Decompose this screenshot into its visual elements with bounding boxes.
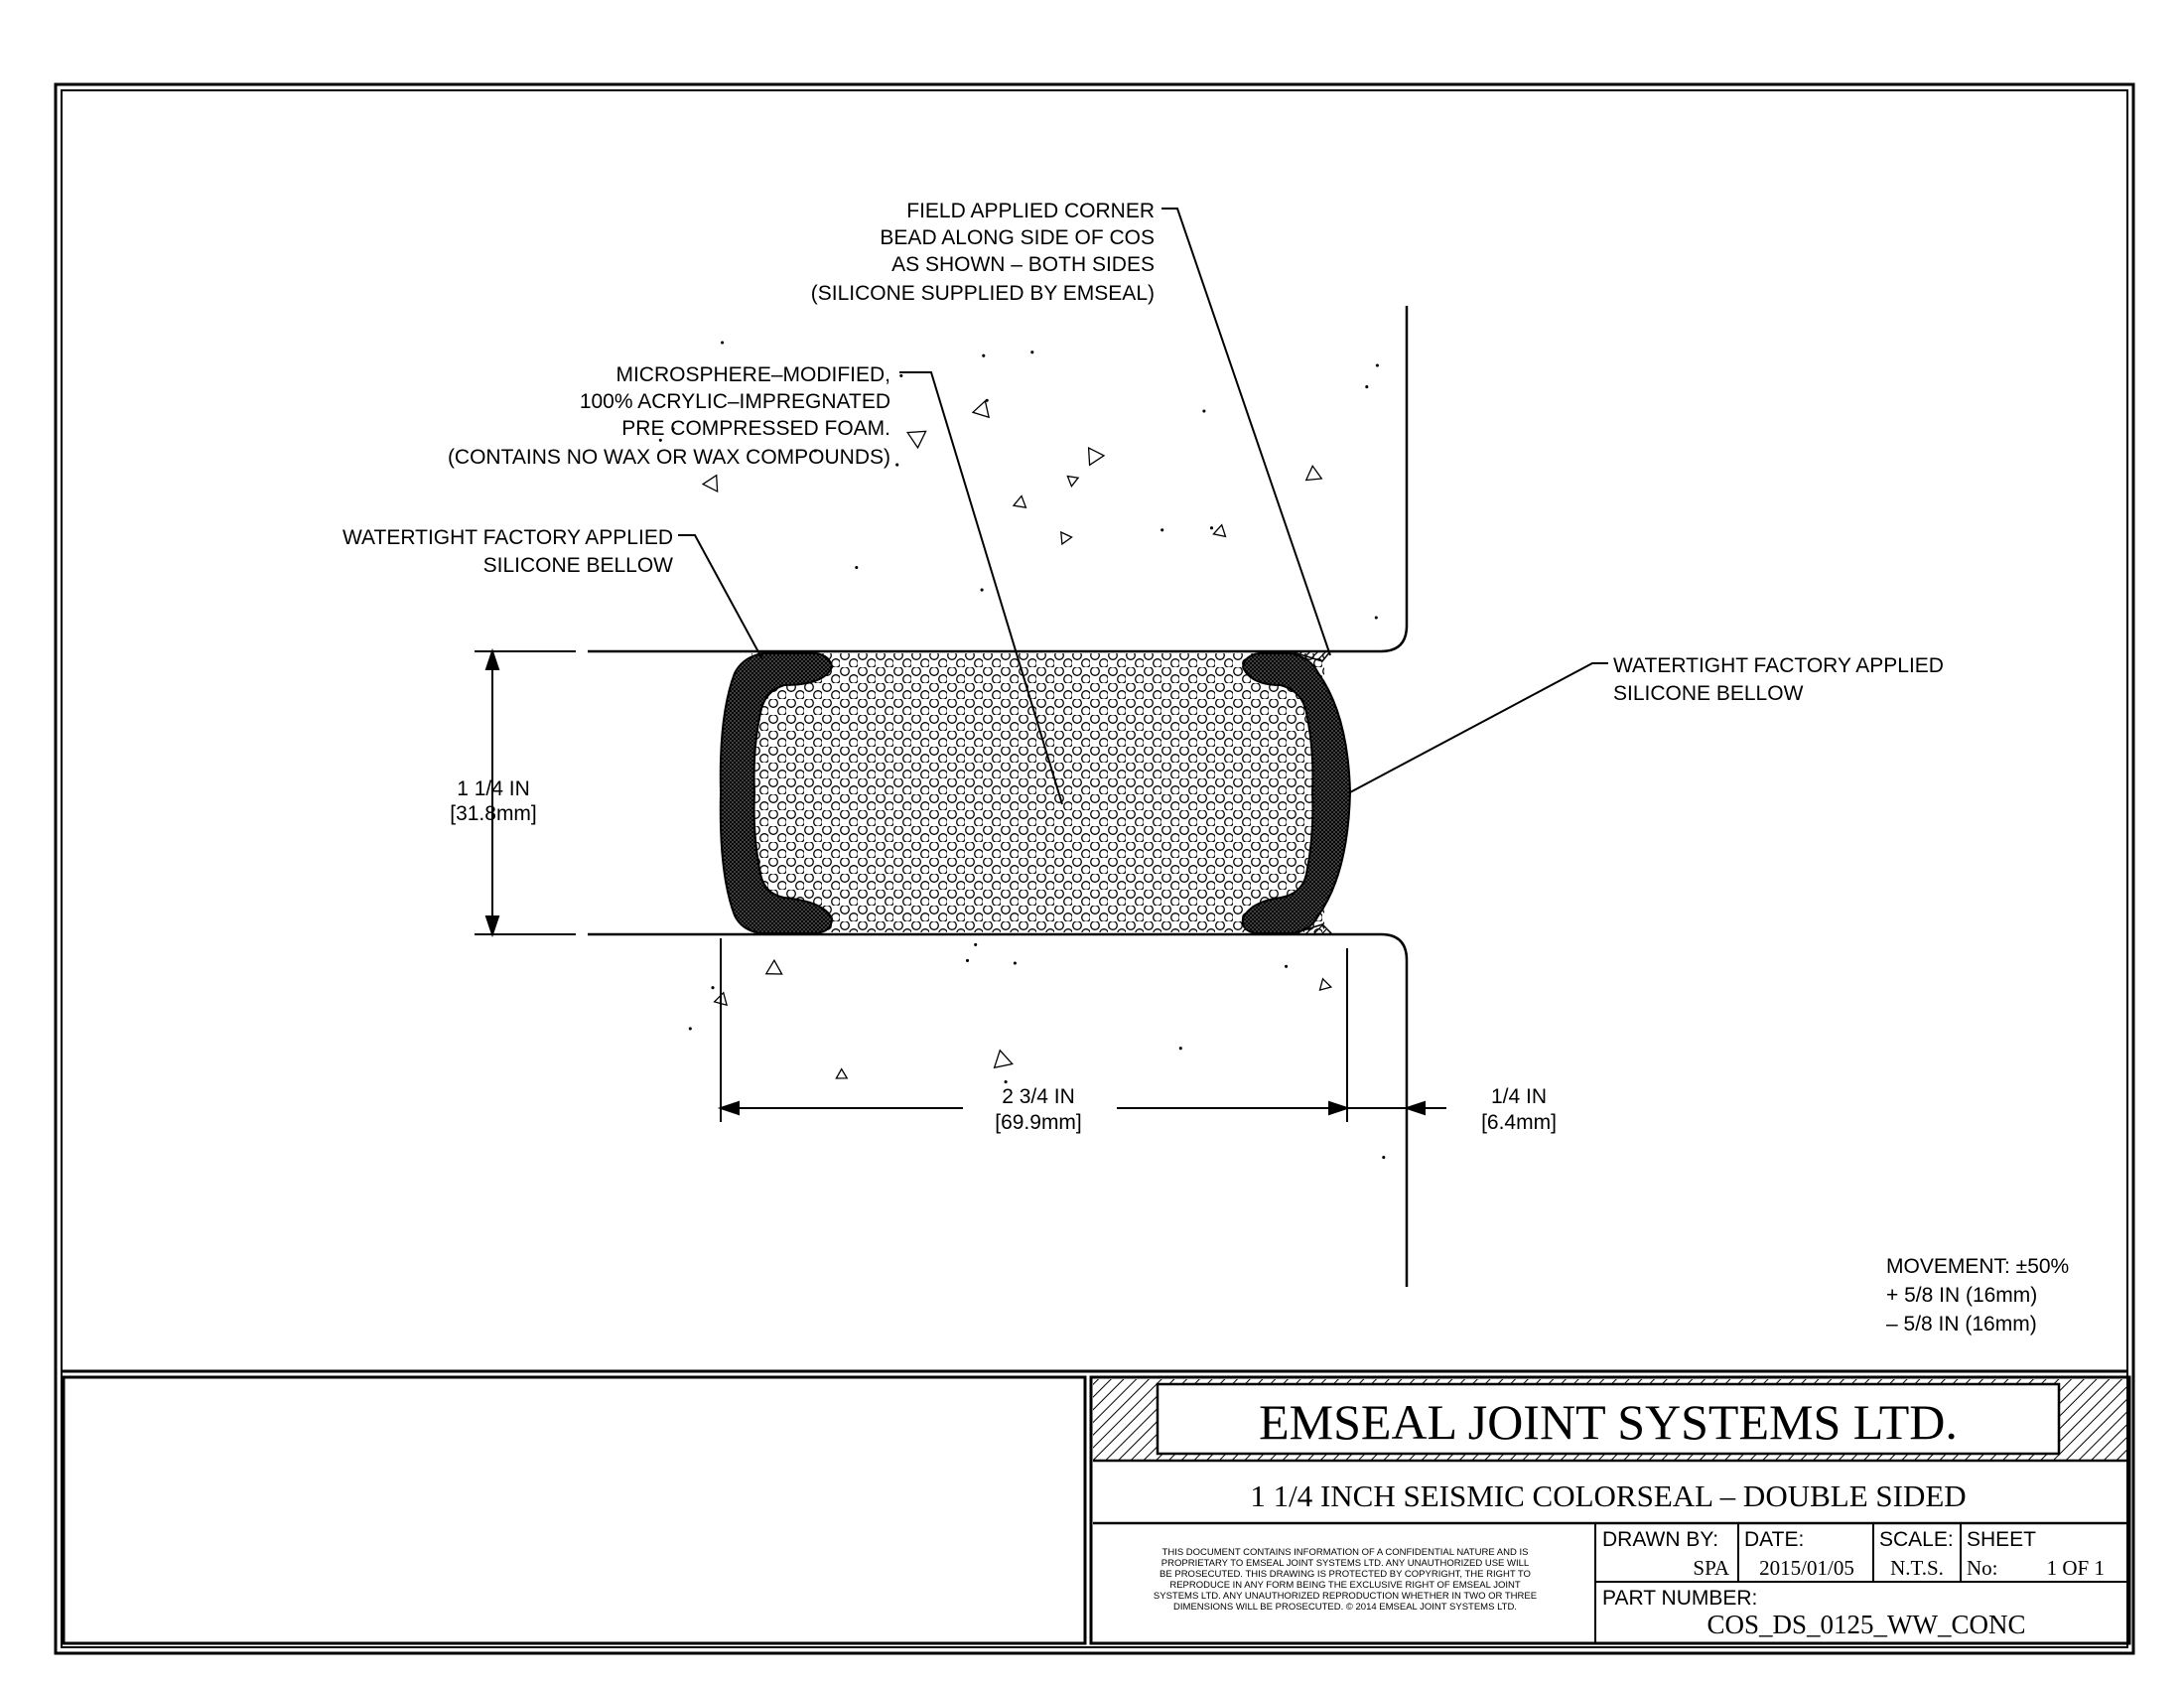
drawn-by-value: SPA [1693, 1556, 1729, 1580]
dimension-offset-label: 1/4 IN [6.4mm] [1481, 1085, 1557, 1134]
drawn-by-label: DRAWN BY: [1602, 1528, 1718, 1551]
svg-text:[6.4mm]: [6.4mm] [1481, 1111, 1557, 1134]
sheet-label: SHEET [1967, 1528, 2036, 1551]
svg-text:AS SHOWN – BOTH SIDES: AS SHOWN – BOTH SIDES [891, 253, 1155, 276]
concrete-aggregate [658, 341, 1386, 1160]
svg-text:1/4 IN: 1/4 IN [1491, 1085, 1547, 1108]
svg-text:PRE COMPRESSED FOAM.: PRE COMPRESSED FOAM. [621, 417, 890, 440]
annotation-foam: MICROSPHERE–MODIFIED, 100% ACRYLIC–IMPRE… [448, 363, 890, 469]
part-number-label: PART NUMBER: [1602, 1587, 1757, 1610]
corner-bead-top [1290, 650, 1332, 662]
annotation-bellow-left: WATERTIGHT FACTORY APPLIED SILICONE BELL… [342, 526, 673, 577]
svg-text:2 3/4 IN: 2 3/4 IN [1002, 1085, 1075, 1108]
svg-text:(SILICONE SUPPLIED BY EMSEAL): (SILICONE SUPPLIED BY EMSEAL) [811, 282, 1155, 305]
dimension-height-label: 1 1/4 IN [31.8mm] [450, 777, 537, 825]
scale-value: N.T.S. [1890, 1556, 1944, 1580]
svg-text:1 1/4 IN: 1 1/4 IN [457, 777, 530, 800]
annotation-corner-bead: FIELD APPLIED CORNER BEAD ALONG SIDE OF … [811, 200, 1155, 305]
svg-text:SYSTEMS LTD. ANY UNAUTHORIZED: SYSTEMS LTD. ANY UNAUTHORIZED REPRODUCTI… [1154, 1591, 1537, 1602]
svg-text:THIS DOCUMENT CONTAINS INFORMA: THIS DOCUMENT CONTAINS INFORMATION OF A … [1162, 1547, 1529, 1558]
part-number-value: COS_DS_0125_WW_CONC [1706, 1610, 2025, 1639]
svg-text:SILICONE BELLOW: SILICONE BELLOW [483, 554, 674, 577]
company-name: EMSEAL JOINT SYSTEMS LTD. [1259, 1394, 1958, 1450]
sheet-no-label: No: [1967, 1556, 1998, 1580]
svg-text:[31.8mm]: [31.8mm] [450, 802, 537, 825]
svg-text:FIELD APPLIED CORNER: FIELD APPLIED CORNER [906, 200, 1155, 222]
sheet-border [54, 82, 2135, 1655]
title-block [1089, 1375, 2131, 1645]
svg-text:WATERTIGHT FACTORY APPLIED: WATERTIGHT FACTORY APPLIED [1613, 654, 1944, 677]
svg-text:– 5/8 IN (16mm): – 5/8 IN (16mm) [1886, 1313, 2037, 1336]
date-value: 2015/01/05 [1759, 1556, 1854, 1580]
dimension-width-label: 2 3/4 IN [69.9mm] [995, 1085, 1082, 1134]
leader-lines [678, 208, 1608, 805]
svg-text:BEAD ALONG SIDE OF COS: BEAD ALONG SIDE OF COS [880, 226, 1155, 249]
disclaimer: THIS DOCUMENT CONTAINS INFORMATION OF A … [1154, 1547, 1537, 1613]
svg-text:DIMENSIONS WILL BE PROSECUTED.: DIMENSIONS WILL BE PROSECUTED. © 2014 EM… [1173, 1602, 1517, 1613]
svg-text:100% ACRYLIC–IMPREGNATED: 100% ACRYLIC–IMPREGNATED [580, 390, 890, 413]
concrete-substrate [588, 306, 1409, 1287]
foam-core [751, 653, 1324, 932]
annotation-bellow-right: WATERTIGHT FACTORY APPLIED SILICONE BELL… [1613, 654, 1944, 705]
svg-text:[69.9mm]: [69.9mm] [995, 1111, 1082, 1134]
svg-text:WATERTIGHT FACTORY APPLIED: WATERTIGHT FACTORY APPLIED [342, 526, 673, 549]
movement-note: MOVEMENT: ±50% + 5/8 IN (16mm) – 5/8 IN … [1886, 1255, 2069, 1336]
scale-label: SCALE: [1879, 1528, 1954, 1551]
svg-text:MOVEMENT: ±50%: MOVEMENT: ±50% [1886, 1255, 2069, 1278]
product-title: 1 1/4 INCH SEISMIC COLORSEAL – DOUBLE SI… [1250, 1478, 1966, 1513]
svg-text:(CONTAINS NO WAX OR WAX COMPOU: (CONTAINS NO WAX OR WAX COMPOUNDS) [448, 446, 890, 469]
svg-text:BE PROSECUTED. THIS DRAWING IS: BE PROSECUTED. THIS DRAWING IS PROTECTED… [1160, 1569, 1531, 1580]
silicone-bellow-left [719, 652, 834, 934]
date-label: DATE: [1744, 1528, 1804, 1551]
sheet-value: 1 OF 1 [2047, 1556, 2105, 1580]
svg-text:MICROSPHERE–MODIFIED,: MICROSPHERE–MODIFIED, [615, 363, 890, 386]
svg-text:SILICONE BELLOW: SILICONE BELLOW [1613, 682, 1804, 705]
svg-text:REPRODUCE IN ANY FORM BEING TH: REPRODUCE IN ANY FORM BEING THE EXCLUSIV… [1169, 1580, 1521, 1591]
svg-text:PROPRIETARY TO EMSEAL JOINT SY: PROPRIETARY TO EMSEAL JOINT SYSTEMS LTD.… [1161, 1558, 1529, 1569]
silicone-bellow-right [1241, 652, 1352, 934]
corner-bead-bottom [1290, 923, 1334, 935]
svg-text:+ 5/8 IN (16mm): + 5/8 IN (16mm) [1886, 1284, 2037, 1307]
dimension-lines [475, 647, 1446, 1122]
